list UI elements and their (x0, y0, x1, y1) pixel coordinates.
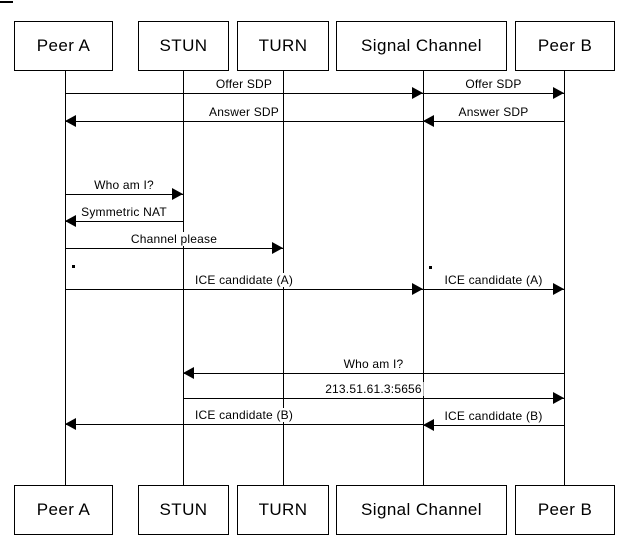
arrowhead-left-icon (423, 115, 434, 127)
message-line-peer-b-to-signal-channel (423, 120, 564, 122)
actor-box-signal-channel-bottom: Signal Channel (336, 485, 507, 535)
lifeline-peer-b (563, 71, 565, 485)
continuation-dot (429, 266, 432, 269)
message-line-peer-b-to-signal-channel (423, 424, 564, 426)
arrowhead-right-icon (172, 188, 183, 200)
lifeline-signal-channel (422, 71, 424, 485)
message-line-signal-channel-to-peer-b (423, 288, 564, 290)
arrowhead-left-icon (183, 367, 194, 379)
arrowhead-left-icon (423, 419, 434, 431)
message-line-peer-a-to-turn (65, 247, 283, 249)
actor-box-turn-bottom: TURN (237, 485, 329, 535)
message-label: ICE candidate (B) (192, 408, 296, 422)
actor-box-peer-b-top: Peer B (515, 21, 615, 71)
lifeline-peer-a (64, 71, 66, 485)
message-line-stun-to-peer-a (65, 220, 183, 222)
message-label: ICE candidate (A) (192, 273, 296, 287)
message-label: Offer SDP (213, 77, 275, 91)
message-label: ICE candidate (B) (442, 409, 545, 423)
message-label: ICE candidate (A) (442, 273, 545, 287)
actor-box-turn-top: TURN (237, 21, 329, 71)
message-line-peer-a-to-signal-channel (65, 288, 423, 290)
message-line-signal-channel-to-peer-b (423, 92, 564, 94)
message-line-signal-channel-to-peer-a (65, 120, 423, 122)
message-line-peer-a-to-stun (65, 193, 183, 195)
message-line-stun-to-peer-b (183, 397, 564, 399)
arrowhead-right-icon (553, 392, 564, 404)
arrowhead-right-icon (412, 87, 423, 99)
arrowhead-right-icon (553, 283, 564, 295)
message-label: Answer SDP (456, 105, 531, 119)
message-label: Who am I? (341, 357, 406, 371)
edge-artifact-mark (0, 1, 13, 3)
message-label: Who am I? (92, 178, 156, 192)
message-label: Symmetric NAT (79, 205, 169, 219)
message-line-peer-a-to-signal-channel (65, 92, 423, 94)
actor-box-signal-channel-top: Signal Channel (336, 21, 507, 71)
message-label: Channel please (128, 232, 220, 246)
actor-box-peer-a-bottom: Peer A (14, 485, 113, 535)
arrowhead-right-icon (412, 283, 423, 295)
message-label: Answer SDP (206, 105, 282, 119)
arrowhead-left-icon (65, 418, 76, 430)
message-label: 213.51.61.3:5656 (323, 382, 424, 396)
actor-box-peer-b-bottom: Peer B (515, 485, 615, 535)
message-label: Offer SDP (463, 77, 524, 91)
arrowhead-right-icon (553, 87, 564, 99)
actor-box-stun-bottom: STUN (138, 485, 229, 535)
actor-box-peer-a-top: Peer A (14, 21, 113, 71)
lifeline-stun (182, 71, 184, 485)
message-line-signal-channel-to-peer-a (65, 423, 423, 425)
arrowhead-left-icon (65, 215, 76, 227)
arrowhead-right-icon (272, 242, 283, 254)
continuation-dot (72, 265, 75, 268)
arrowhead-left-icon (65, 115, 76, 127)
message-line-peer-b-to-stun (183, 372, 564, 374)
actor-box-stun-top: STUN (138, 21, 229, 71)
